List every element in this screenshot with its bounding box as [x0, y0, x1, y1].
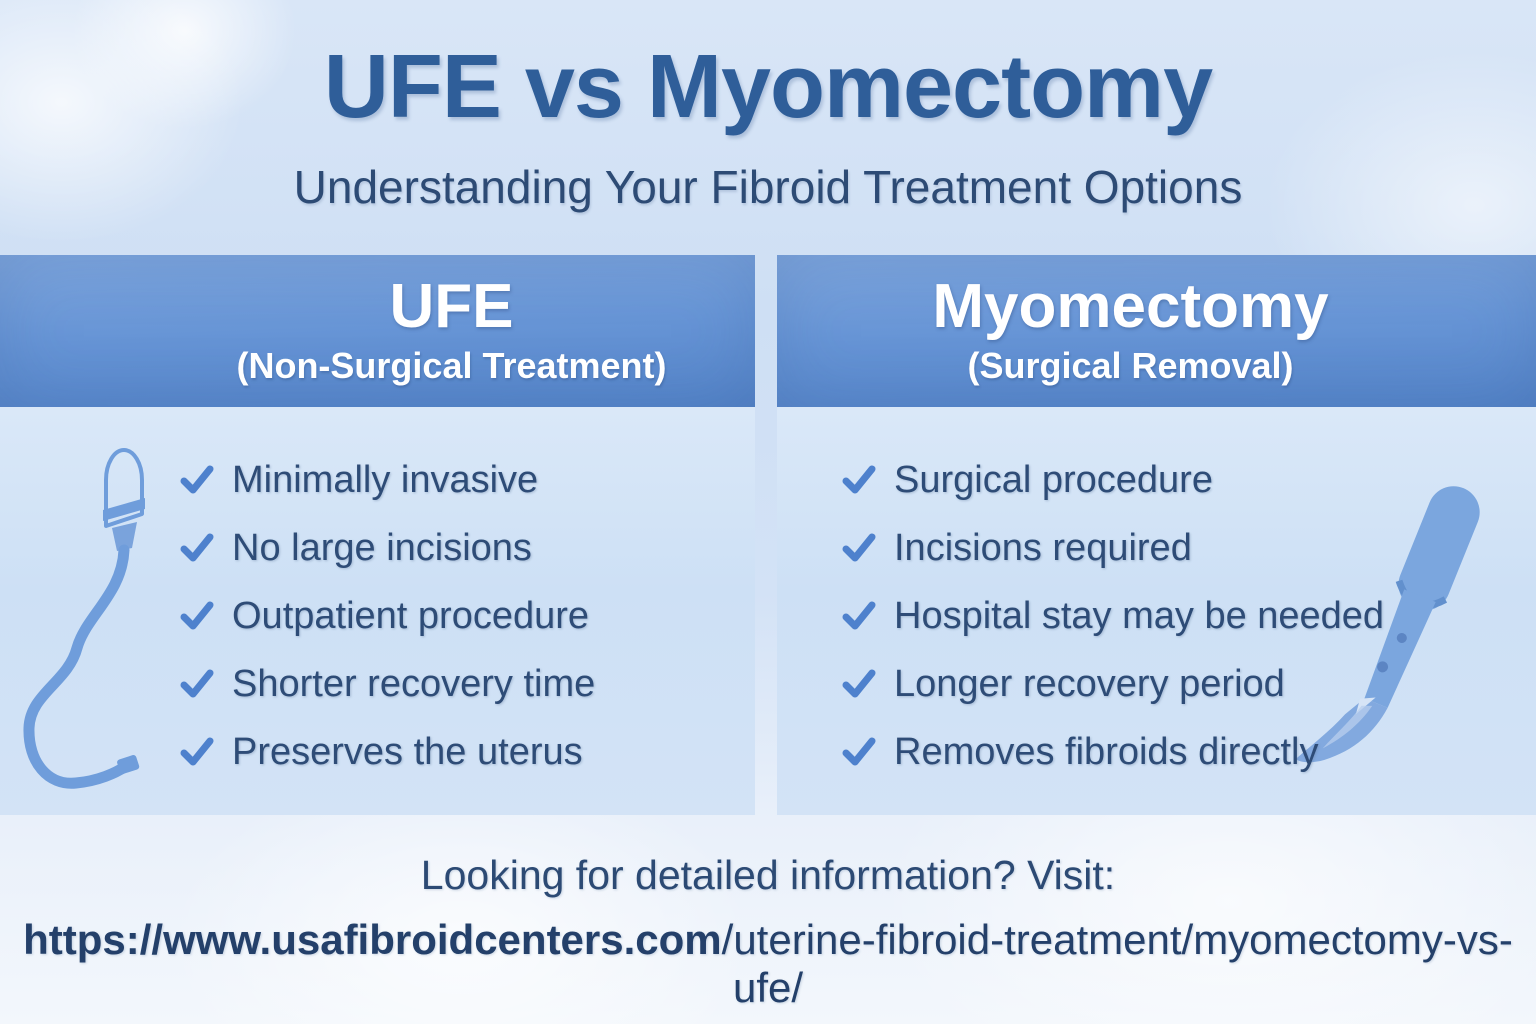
column-title-myomectomy: Myomectomy	[932, 271, 1329, 341]
check-icon	[842, 737, 876, 766]
footer-prompt: Looking for detailed information? Visit:	[420, 852, 1116, 898]
check-icon	[180, 533, 214, 562]
page-title: UFE vs Myomectomy	[323, 37, 1213, 137]
check-icon	[180, 465, 214, 494]
list-item-label: Minimally invasive	[232, 458, 539, 501]
list-item-label: Surgical procedure	[894, 458, 1213, 501]
check-icon	[180, 601, 214, 630]
list-item: Hospital stay may be needed	[840, 582, 1384, 650]
list-item-label: Longer recovery period	[894, 662, 1285, 705]
catheter-icon	[6, 436, 166, 821]
url-path: /uterine-fibroid-treatment/myomectomy-vs…	[721, 916, 1513, 1011]
column-header-ufe: UFE (Non-Surgical Treatment)	[0, 255, 755, 407]
scalpel-icon	[1284, 460, 1521, 816]
list-item-label: Hospital stay may be needed	[894, 594, 1385, 637]
list-item-label: Preserves the uterus	[232, 730, 583, 773]
column-subtitle-ufe: (Non-Surgical Treatment)	[236, 345, 667, 387]
check-icon	[842, 601, 876, 630]
list-item: Shorter recovery time	[178, 650, 595, 718]
column-header-myomectomy: Myomectomy (Surgical Removal)	[777, 255, 1536, 407]
url-domain: https://www.usafibroidcenters.com	[23, 916, 722, 963]
list-item-label: Outpatient procedure	[232, 594, 590, 637]
list-item: Longer recovery period	[840, 650, 1384, 718]
checklist-myomectomy: Surgical procedure Incisions required Ho…	[840, 446, 1384, 786]
list-item: Removes fibroids directly	[840, 718, 1384, 786]
list-item-label: Shorter recovery time	[232, 662, 596, 705]
panel-ufe	[0, 407, 755, 815]
check-icon	[180, 737, 214, 766]
list-item: No large incisions	[178, 514, 595, 582]
column-title-ufe: UFE	[389, 271, 514, 341]
check-icon	[842, 533, 876, 562]
checklist-ufe: Minimally invasive No large incisions Ou…	[178, 446, 595, 786]
check-icon	[842, 465, 876, 494]
check-icon	[180, 669, 214, 698]
list-item-label: No large incisions	[232, 526, 532, 569]
list-item: Outpatient procedure	[178, 582, 595, 650]
page-subtitle: Understanding Your Fibroid Treatment Opt…	[293, 161, 1243, 213]
list-item: Minimally invasive	[178, 446, 595, 514]
footer-url-link[interactable]: https://www.usafibroidcenters.com/uterin…	[0, 916, 1536, 1012]
list-item-label: Removes fibroids directly	[894, 730, 1319, 773]
list-item-label: Incisions required	[894, 526, 1192, 569]
column-subtitle-myomectomy: (Surgical Removal)	[967, 345, 1294, 387]
list-item: Preserves the uterus	[178, 718, 595, 786]
list-item: Incisions required	[840, 514, 1384, 582]
list-item: Surgical procedure	[840, 446, 1384, 514]
check-icon	[842, 669, 876, 698]
